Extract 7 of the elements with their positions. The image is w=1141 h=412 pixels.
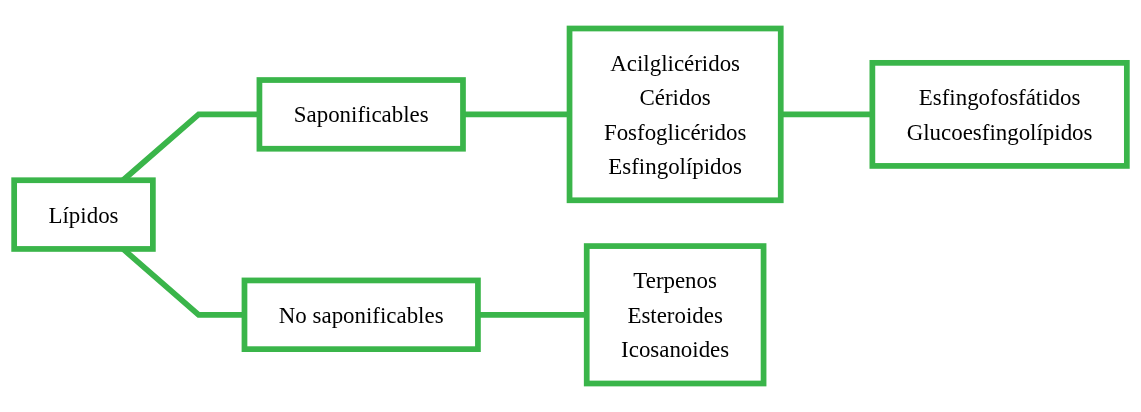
node-box: Saponificables xyxy=(256,77,466,152)
node-box: Esfingofosfátidos Glucoesfingolípidos xyxy=(869,60,1130,169)
node-box: Lípidos xyxy=(11,177,156,252)
node-box: Acilglicéridos Céridos Fosfoglicéridos Esfingolípidos xyxy=(566,25,784,204)
connector xyxy=(463,111,570,118)
node-box: No saponificables xyxy=(241,277,481,352)
node-box: Terpenos Esteroides Icosanoides xyxy=(583,243,767,387)
